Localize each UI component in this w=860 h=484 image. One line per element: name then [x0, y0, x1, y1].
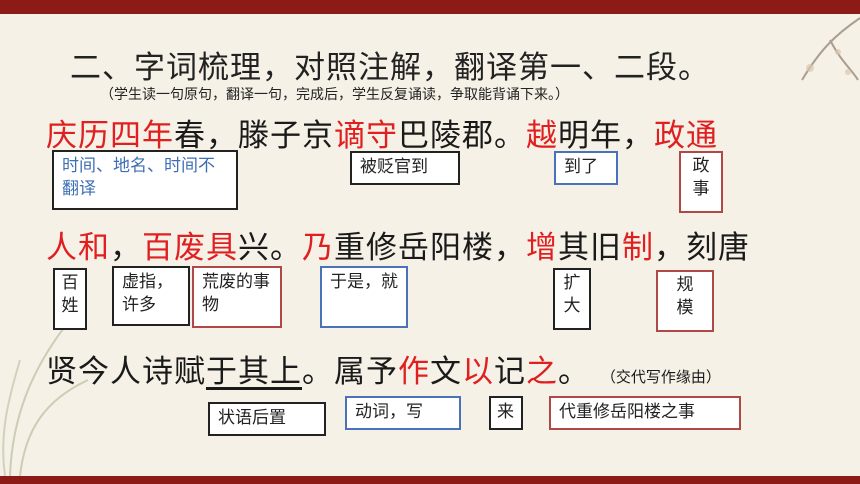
text-segment: 其旧: [558, 230, 622, 266]
writing-purpose-note: （交代写作缘由）: [600, 368, 721, 386]
keyword-zhi-pronoun: 之: [526, 354, 558, 390]
annotation-politics: 政 事: [679, 151, 723, 213]
keyword-zeng: 增: [526, 230, 558, 266]
text-segment: 春，滕子京: [174, 118, 334, 154]
text-line-2: 人和，百废具兴。乃重修岳阳楼，增其旧制，刻唐: [46, 222, 750, 267]
text-segment: 。属予: [302, 354, 398, 390]
text-segment: 巴陵郡。: [398, 118, 526, 154]
text-segment: 贤今人诗赋: [46, 354, 206, 390]
keyword-zhi: 制: [622, 230, 654, 266]
annotation-pronoun: 代重修岳阳楼之事: [549, 396, 741, 430]
text-segment: 明年，: [558, 118, 654, 154]
text-line-3: 贤今人诗赋于其上。属予作文以记之。 （交代写作缘由）: [46, 346, 721, 391]
annotation-time-place: 时间、地名、时间不翻译: [52, 150, 238, 210]
annotation-demoted: 被贬官到: [350, 151, 460, 185]
page-title: 二、字词梳理，对照注解，翻译第一、二段。: [70, 50, 710, 86]
annotation-people: 百 姓: [53, 268, 87, 330]
annotation-arrived: 到了: [554, 151, 618, 185]
bottom-border: [0, 476, 860, 484]
keyword-yue: 越: [526, 118, 558, 154]
annotation-many: 虚指，许多: [112, 266, 190, 326]
keyword-renhe: 人和: [46, 230, 110, 266]
keyword-zhengtong: 政通: [654, 118, 718, 154]
keyword-baifeiju: 百废具: [142, 230, 238, 266]
instruction-subtitle: （学生读一句原句，翻译一句，完成后，学生反复诵读，争取能背诵下来。）: [100, 87, 569, 103]
text-segment: 文: [430, 354, 462, 390]
annotation-abandoned: 荒废的事物: [192, 266, 282, 328]
keyword-yi: 以: [462, 354, 494, 390]
annotation-verb-write: 动词，写: [345, 396, 461, 430]
text-segment: ，刻唐: [654, 230, 750, 266]
text-segment: 记: [494, 354, 526, 390]
top-border: [0, 0, 860, 14]
annotation-therefore: 于是，就: [320, 266, 408, 328]
keyword-qingli-sinian: 庆历四年: [46, 118, 174, 154]
text-segment: ，: [110, 230, 142, 266]
text-segment: 。: [558, 354, 590, 390]
keyword-nai: 乃: [302, 230, 334, 266]
annotation-scale: 规 模: [656, 270, 714, 332]
keyword-zheshou: 谪守: [334, 118, 398, 154]
underlined-yuqishang: 于其上: [206, 354, 302, 390]
text-segment: 兴。: [238, 230, 302, 266]
annotation-expand: 扩 大: [553, 268, 591, 330]
text-segment: 重修岳阳楼，: [334, 230, 526, 266]
annotation-to: 来: [489, 396, 523, 430]
annotation-postposition: 状语后置: [208, 402, 326, 436]
plum-branch-decoration: [801, 17, 860, 81]
keyword-zuo: 作: [398, 354, 430, 390]
text-line-1: 庆历四年春，滕子京谪守巴陵郡。越明年，政通: [46, 110, 718, 155]
